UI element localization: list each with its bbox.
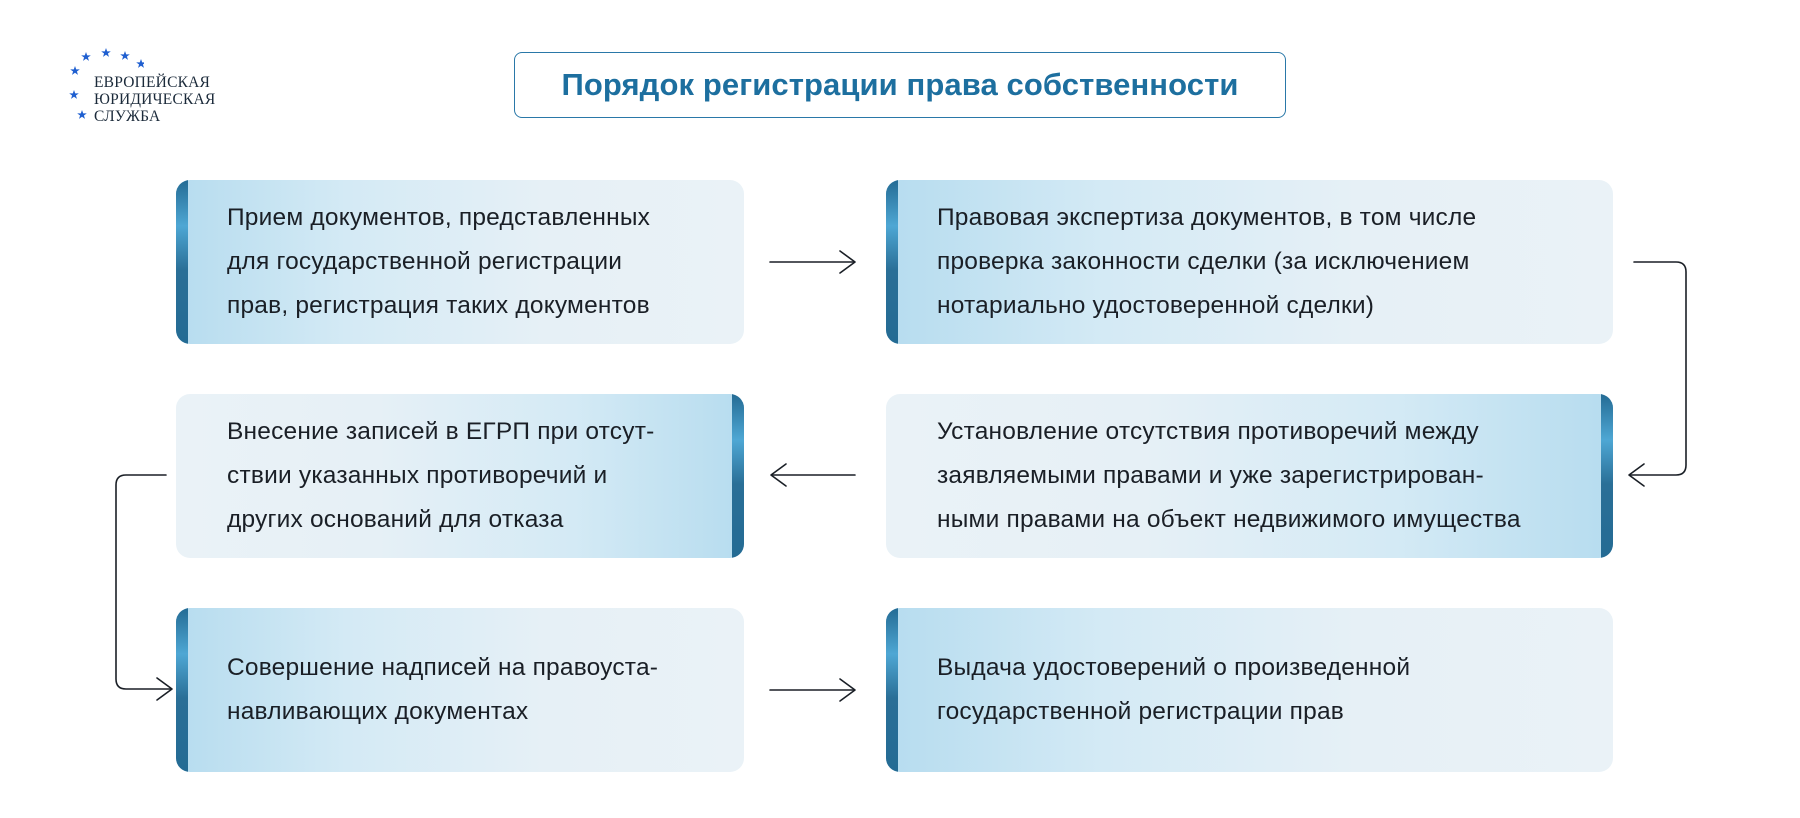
step-2-text: Правовая экспертиза документов, в том чи… <box>937 204 1477 319</box>
star-icon <box>120 51 130 60</box>
star-icon <box>101 48 111 57</box>
step-5-text: Совершение надписей на правоуста- навлив… <box>227 654 659 725</box>
step-2: Правовая экспертиза документов, в том чи… <box>886 180 1613 344</box>
logo-line: СЛУЖБА <box>94 108 161 125</box>
star-icon <box>70 66 80 75</box>
step-6: Выдача удостоверений о произведенной гос… <box>886 608 1613 772</box>
arrow-step2-to-step3 <box>1628 261 1687 487</box>
step-6-text: Выдача удостоверений о произведенной гос… <box>937 654 1411 725</box>
logo-line: ЕВРОПЕЙСКАЯ <box>94 74 211 91</box>
star-icon <box>81 52 91 61</box>
star-icon <box>77 110 87 119</box>
step-5: Совершение надписей на правоуста- навлив… <box>176 608 744 772</box>
step-accent-bar <box>176 608 188 772</box>
arrow-step3-to-step4 <box>770 463 856 487</box>
star-ring <box>69 48 144 119</box>
logo-text: ЕВРОПЕЙСКАЯ ЮРИДИЧЕСКАЯ СЛУЖБА <box>94 74 215 125</box>
title-box: Порядок регистрации права собственности <box>514 52 1286 118</box>
step-accent-bar <box>732 394 744 558</box>
step-1: Прием документов, представленных для гос… <box>176 180 744 344</box>
step-4-text: Внесение записей в ЕГРП при отсут- ствии… <box>227 418 655 533</box>
step-accent-bar <box>886 180 898 344</box>
arrow-step4-to-step5 <box>115 474 173 701</box>
arrow-step1-to-step2 <box>769 250 856 274</box>
star-icon <box>136 59 144 68</box>
step-accent-bar <box>176 180 188 344</box>
star-icon <box>69 90 79 99</box>
page-title: Порядок регистрации права собственности <box>561 67 1239 102</box>
step-3-text: Установление отсутствия противоречий меж… <box>937 418 1521 533</box>
step-4: Внесение записей в ЕГРП при отсут- ствии… <box>176 394 744 558</box>
logo: ЕВРОПЕЙСКАЯ ЮРИДИЧЕСКАЯ СЛУЖБА <box>64 44 254 134</box>
step-1-text: Прием документов, представленных для гос… <box>227 204 651 319</box>
arrow-step5-to-step6 <box>769 678 856 702</box>
logo-stars-icon <box>69 48 144 119</box>
step-accent-bar <box>886 608 898 772</box>
step-3: Установление отсутствия противоречий меж… <box>886 394 1613 558</box>
logo-line: ЮРИДИЧЕСКАЯ <box>94 91 216 108</box>
step-accent-bar <box>1601 394 1613 558</box>
